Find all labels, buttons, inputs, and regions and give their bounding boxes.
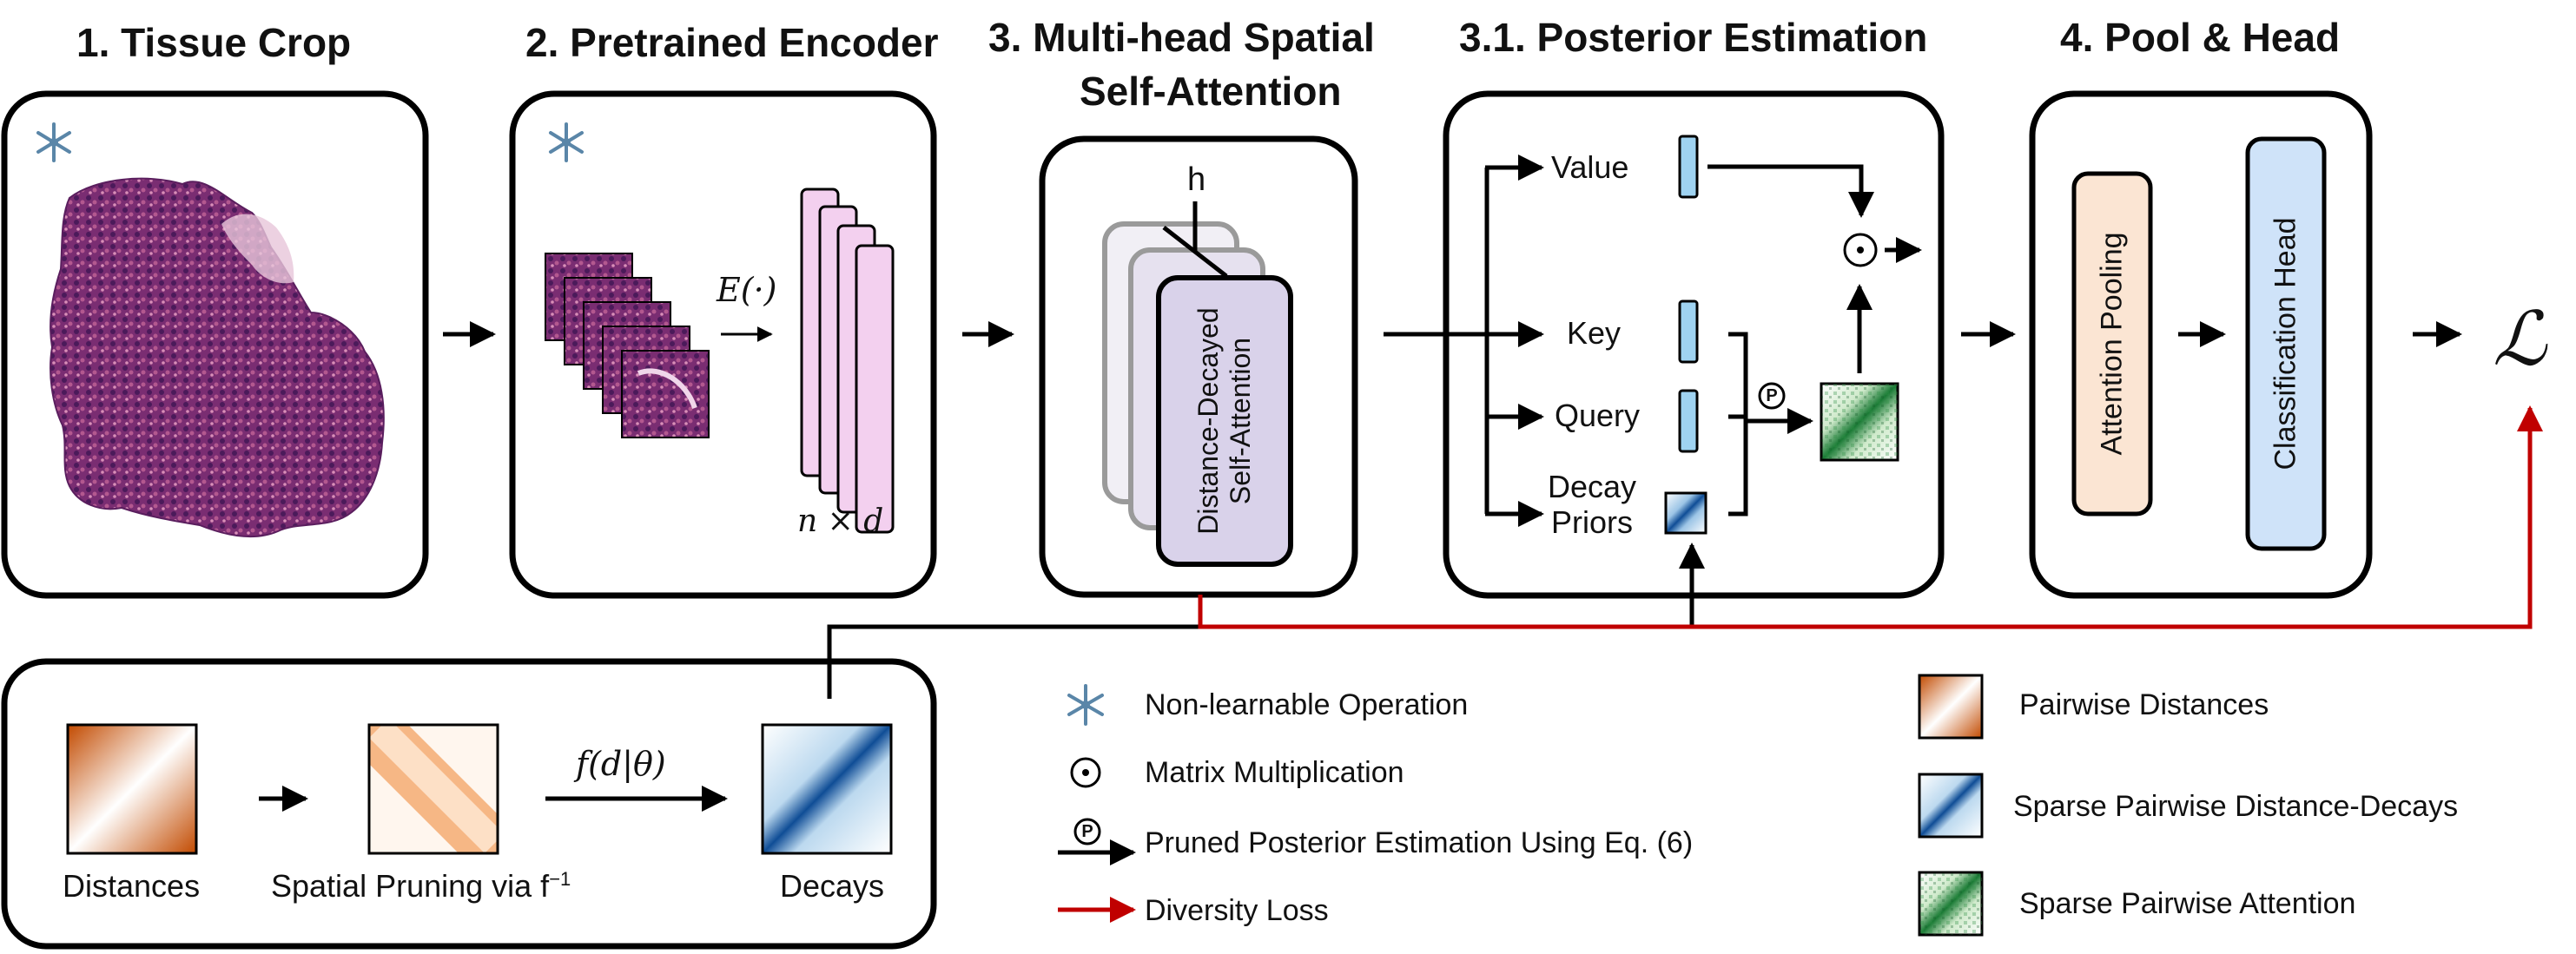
legend-pairwise-distances: Pairwise Distances: [2019, 688, 2269, 721]
attention-pooling-block: [2071, 171, 2153, 516]
distances-label: Distances: [63, 868, 201, 904]
distances-matrix: [66, 723, 198, 855]
spatial-pruning-sup: −1: [549, 868, 571, 890]
decays-label: Decays: [780, 868, 885, 904]
pruned-distances-matrix: [367, 723, 499, 855]
classification-head-block: [2245, 136, 2327, 551]
attention-block-label: Distance-Decayed Self-Attention: [1192, 278, 1257, 564]
value-vector: [1678, 135, 1699, 199]
legend-distances-swatch: [1918, 674, 1984, 740]
decay-prior-matrix: [1664, 491, 1707, 535]
matmul-dot: [1857, 247, 1864, 253]
spatial-pruning-label: Spatial Pruning via f−1: [271, 868, 571, 904]
step-encoder-title: 2. Pretrained Encoder: [525, 20, 939, 65]
feature-bars: [800, 188, 895, 534]
decay-function-label: f(d|θ): [576, 745, 666, 783]
legend-diversity: Diversity Loss: [1145, 894, 1329, 927]
legend-attention-texture: [1919, 872, 1982, 935]
attention-head-front: [1156, 275, 1293, 567]
legend-matmul-dot: [1082, 769, 1089, 776]
encoder-function-label: E(·): [717, 271, 777, 309]
classification-head-label: Classification Head: [2269, 217, 2302, 470]
key-vector: [1678, 299, 1699, 364]
attention-block-line-1: Distance-Decayed: [1192, 307, 1225, 535]
legend-decays-swatch: [1918, 773, 1984, 839]
feature-shape-label: n × d: [797, 503, 884, 539]
key-bracket: [1728, 332, 1748, 516]
prune-symbol: [1758, 382, 1786, 410]
step-posterior-title: 3.1. Posterior Estimation: [1459, 15, 1928, 60]
snowflake-icon: [549, 122, 584, 162]
step-attention-title-1: 3. Multi-head Spatial: [988, 15, 1375, 60]
legend-matmul: Matrix Multiplication: [1145, 756, 1404, 789]
value-to-matmul: [1707, 164, 1874, 218]
spatial-pruning-text: Spatial Pruning via f: [271, 868, 550, 904]
patch-stack: [545, 253, 710, 438]
prune-symbol-label: P: [1766, 386, 1778, 405]
decays-matrix: [761, 723, 893, 855]
heads-label: h: [1187, 161, 1206, 198]
legend-snowflake-icon: [1067, 684, 1104, 726]
sparse-attention-texture: [1821, 384, 1898, 460]
legend-sparse-decays: Sparse Pairwise Distance-Decays: [2013, 790, 2459, 823]
loss-symbol: ℒ: [2493, 296, 2546, 383]
snowflake-icon: [36, 122, 71, 162]
decay-priors-line-2: Priors: [1550, 504, 1633, 541]
step-pool-head-title: 4. Pool & Head: [2060, 15, 2341, 60]
legend-pruned: Pruned Posterior Estimation Using Eq. (6…: [1145, 826, 1694, 859]
pruned-distances-band: [369, 725, 498, 853]
query-vector: [1678, 389, 1699, 453]
value-label: Value: [1551, 149, 1629, 185]
tissue-lobe: [221, 214, 294, 284]
step-attention-title-2: Self-Attention: [1080, 69, 1342, 114]
attention-block-line-2: Self-Attention: [1225, 337, 1256, 505]
key-label: Key: [1567, 315, 1622, 351]
legend-prune-icon: [1073, 818, 1101, 845]
legend-sparse-attention: Sparse Pairwise Attention: [2019, 887, 2356, 920]
decay-priors-line-1: Decay: [1547, 469, 1637, 504]
attention-pooling-label: Attention Pooling: [2095, 232, 2129, 456]
legend-prune-symbol: P: [1081, 822, 1093, 841]
decay-priors-label: Decay Priors: [1544, 469, 1640, 541]
step-tissue-crop-title: 1. Tissue Crop: [76, 20, 352, 65]
legend-non-learnable: Non-learnable Operation: [1145, 688, 1469, 721]
query-label: Query: [1555, 398, 1641, 433]
diversity-loss-path: [1198, 405, 2543, 629]
